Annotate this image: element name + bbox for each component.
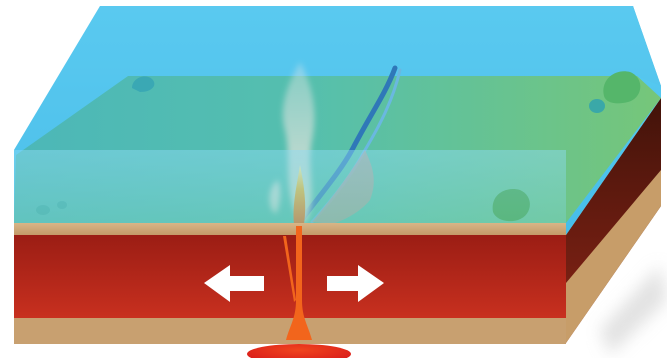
magma-chamber bbox=[247, 344, 351, 358]
water-front bbox=[14, 150, 566, 223]
seafloor-crust bbox=[14, 223, 566, 235]
block-front-face bbox=[14, 150, 566, 344]
